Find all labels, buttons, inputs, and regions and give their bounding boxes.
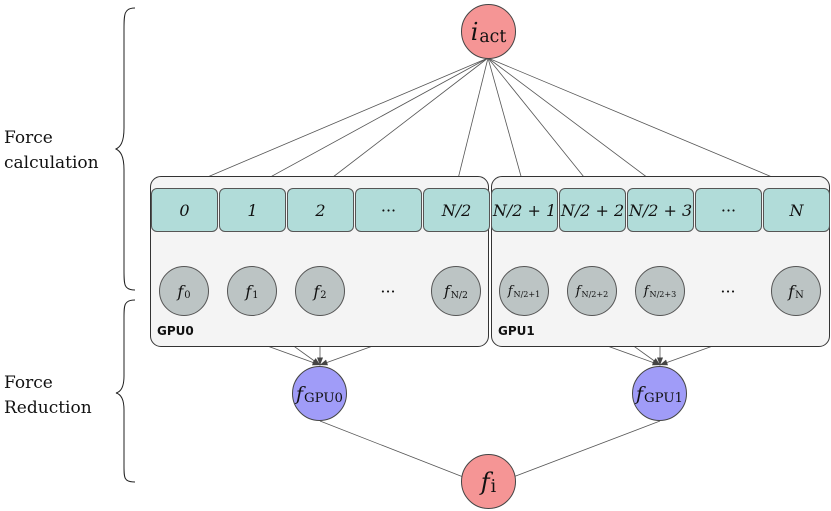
final-reduce-edge-gpu0	[319, 420, 477, 483]
broadcast-edge-4	[487, 57, 525, 188]
force-node-f-n-half-plus-2-subscript: N/2+2	[581, 290, 609, 300]
force-node-f-n-symbol: f	[788, 281, 795, 301]
cell-0: 0	[151, 188, 218, 232]
force-node-f-n-subscript: N	[795, 289, 804, 301]
cell-2-text: 2	[315, 200, 326, 220]
gpu1-label: GPU1	[498, 324, 535, 338]
broadcast-edge-6	[487, 57, 661, 188]
cell-0-text: 0	[179, 200, 190, 220]
force-reduction-label: Force Reduction	[4, 371, 92, 421]
force-node-f-n-half-plus-1-subscript: N/2+1	[513, 290, 541, 300]
force-node-f2-symbol: f	[313, 281, 320, 301]
total-force-symbol: f	[480, 467, 490, 496]
force-node-f-n-half-plus-1-symbol: f	[507, 283, 513, 299]
force-node-dots-gpu0: ···	[363, 266, 413, 316]
force-calculation-label: Force calculation	[4, 126, 99, 176]
cell-2: 2	[287, 188, 354, 232]
cell-1: 1	[219, 188, 286, 232]
final-reduce-edge-gpu1	[499, 420, 661, 483]
force-calculation-brace	[114, 7, 136, 291]
broadcast-edge-2	[319, 57, 489, 188]
cell-n-half-plus-1: N/2 + 1	[491, 188, 558, 232]
force-node-dots-gpu0-text: ···	[380, 281, 396, 301]
cell-1-text: 1	[247, 200, 258, 220]
force-node-f-n-half-plus-3-symbol: f	[643, 283, 649, 299]
cell-dots-gpu1: ···	[695, 188, 762, 232]
cell-dots-gpu0-text: ···	[380, 200, 397, 220]
reduced-node-gpu0-symbol: f	[295, 382, 304, 405]
active-particle-subscript: act	[479, 26, 507, 47]
cell-n-half-text: N/2	[441, 200, 472, 220]
force-reduction-line-1: Force	[4, 373, 53, 393]
cell-n-half-plus-1-text: N/2 + 1	[492, 200, 557, 220]
force-node-f0-subscript: 0	[184, 289, 191, 301]
force-node-f1-subscript: 1	[252, 289, 259, 301]
force-reduction-brace	[115, 299, 136, 483]
force-node-dots-gpu1: ···	[703, 266, 753, 316]
cell-n-half-plus-2: N/2 + 2	[559, 188, 626, 232]
force-node-f-n-half-symbol: f	[444, 282, 450, 300]
broadcast-edge-3	[454, 57, 489, 188]
reduced-node-gpu1-symbol: f	[635, 382, 644, 405]
force-calculation-line-2: calculation	[4, 153, 99, 173]
broadcast-edge-7	[487, 57, 797, 188]
force-reduction-line-2: Reduction	[4, 398, 92, 418]
force-node-f-n-half-plus-3-subscript: N/2+3	[649, 290, 677, 300]
force-node-f2-subscript: 2	[320, 289, 327, 301]
force-calculation-line-1: Force	[4, 128, 53, 148]
reduced-node-gpu1-subscript: GPU1	[644, 390, 684, 406]
gpu0-label: GPU0	[157, 324, 194, 338]
force-node-f-n-half-subscript: N/2	[450, 289, 468, 301]
force-node-f1-symbol: f	[245, 281, 252, 301]
cell-n: N	[763, 188, 830, 232]
cell-n-half-plus-3-text: N/2 + 3	[628, 200, 693, 220]
cell-n-half-plus-2-text: N/2 + 2	[560, 200, 625, 220]
cell-dots-gpu0: ···	[355, 188, 422, 232]
force-node-f-n-half-plus-2-symbol: f	[575, 283, 581, 299]
cell-dots-gpu1-text: ···	[720, 200, 737, 220]
broadcast-edge-5	[487, 57, 593, 188]
reduced-node-gpu0-subscript: GPU0	[304, 390, 344, 406]
total-force-subscript: i	[490, 476, 497, 497]
cell-n-half-plus-3: N/2 + 3	[627, 188, 694, 232]
force-node-f0-symbol: f	[177, 281, 184, 301]
force-node-dots-gpu1-text: ···	[720, 281, 736, 301]
cell-n-half: N/2	[423, 188, 490, 232]
broadcast-edge-1	[251, 57, 489, 188]
active-particle-symbol: i	[470, 17, 479, 46]
cell-n-text: N	[789, 200, 804, 220]
broadcast-edge-0	[183, 57, 489, 188]
